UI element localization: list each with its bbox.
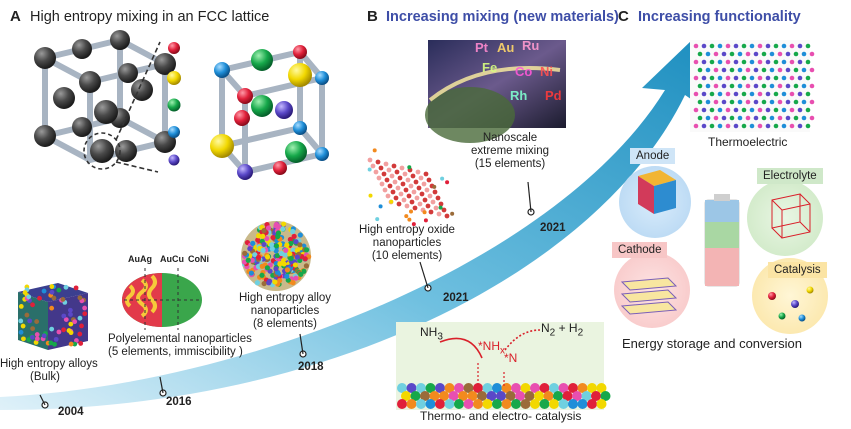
panel-c-heading: Increasing functionality [638,9,801,25]
milestone-2021-extreme-year: 2021 [540,222,566,234]
svg-text:Ru: Ru [522,38,539,53]
panel-a-heading: High entropy mixing in an FCC lattice [30,9,270,25]
fcc-lattice-mixed [210,45,329,180]
bulk-alloy-atoms [18,284,88,347]
intermediate-n: *N [504,351,518,365]
reactant-nh3: NH3 [420,325,443,343]
thermoelectric-lattice [690,40,815,132]
catalysis-surface [396,322,611,410]
milestone-2004-year: 2004 [58,406,84,418]
thermoelectric-label: Thermoelectric [708,135,788,149]
svg-text:Pd: Pd [545,88,562,103]
hea-nanoparticle-sphere [241,221,312,291]
milestone-2016-label: Polyelemental nanoparticles(5 elements, … [108,333,252,359]
svg-text:Co: Co [515,64,532,79]
svg-text:Rh: Rh [510,88,527,103]
svg-text:Fe: Fe [482,60,497,75]
energy-storage-diagram [614,166,828,334]
catalysis-caption: Thermo- and electro- catalysis [420,409,582,423]
product-n2-h2: N2 + H2 [541,321,584,339]
energy-storage-caption: Energy storage and conversion [622,336,802,351]
element-column [167,42,181,166]
milestone-2021-oxide-year: 2021 [443,292,469,304]
panel-b-letter: B [367,8,378,25]
milestone-2016-year: 2016 [166,396,192,408]
np-segment-auag: AuAg [128,254,152,264]
cathode-label: Cathode [612,242,668,258]
svg-text:Pt: Pt [475,40,489,55]
svg-text:Ni: Ni [540,64,553,79]
electrolyte-label: Electrolyte [757,168,823,184]
catalysis-label: Catalysis [768,262,827,278]
panel-b-heading: Increasing mixing (new materials) [386,9,619,25]
anode-label: Anode [630,148,676,164]
milestone-2018-year: 2018 [298,361,324,373]
polyelemental-nanoparticle [122,268,202,330]
timeline-markers [39,181,535,409]
np-segment-aucu: AuCu [160,254,184,264]
svg-text:Au: Au [497,40,514,55]
panel-a-letter: A [10,8,21,25]
milestone-2004-label: High entropy alloys(Bulk) [0,358,98,384]
intermediate-nhx: *NHx [478,339,506,357]
timeline-arrow [0,40,704,410]
fcc-lattice-grey [34,30,176,173]
oxide-nanoparticle-crystal [367,148,455,227]
np-segment-coni: CoNi [188,254,209,264]
panel-c-letter: C [618,8,629,25]
